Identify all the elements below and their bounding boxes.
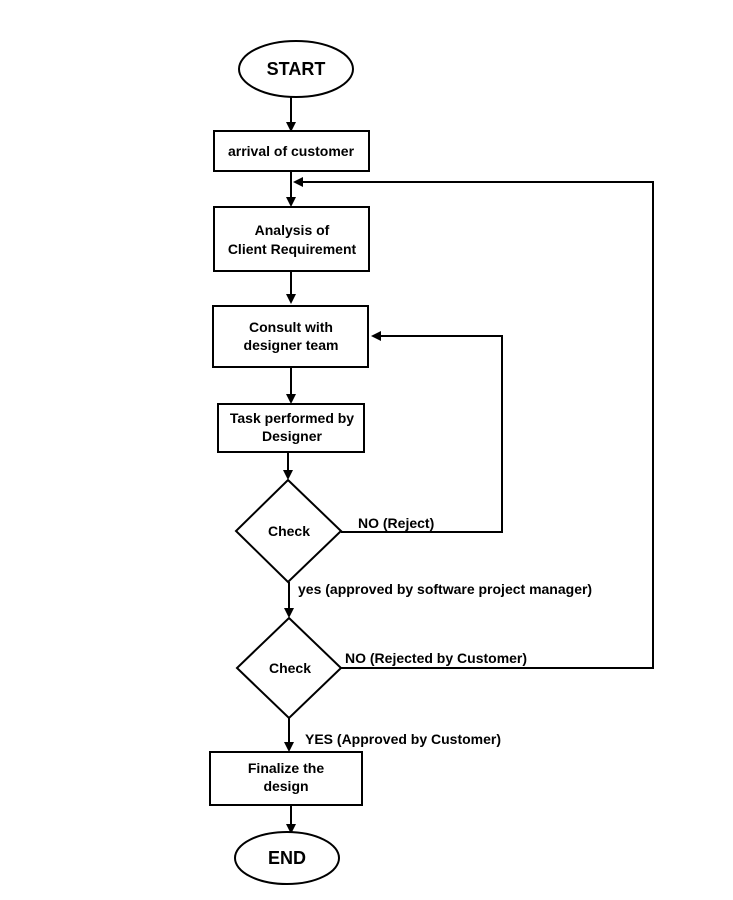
end-label: END [268,848,306,868]
arrow-check1-no-loop [341,331,503,533]
check2-diamond [235,616,343,720]
task-label-line-1: Task performed by [230,410,354,426]
consult-box [212,305,369,368]
check1-yes-label: yes (approved by software project manage… [298,581,592,597]
start-node: START [238,40,354,98]
start-label: START [267,59,326,79]
start-terminal [238,40,354,98]
check1-diamond [234,478,343,584]
finalize-node: Finalize the design [209,751,363,806]
arrival-node: arrival of customer [213,130,370,172]
task-node: Task performed by Designer [217,403,365,453]
consult-node: Consult with designer team [212,305,369,368]
consult-label-line-2: designer team [244,337,339,353]
task-box [217,403,365,453]
check2-label: Check [269,660,311,676]
check1-no-label: NO (Reject) [358,515,434,531]
finalize-box [209,751,363,806]
arrival-box [213,130,370,172]
consult-label-line-1: Consult with [249,319,333,335]
check2-yes-label: YES (Approved by Customer) [305,731,501,747]
end-terminal [234,831,340,885]
check1-node: Check [234,478,343,584]
analysis-label-line-2: Client Requirement [228,241,357,257]
analysis-label-line-1: Analysis of [255,222,330,238]
analysis-node: Analysis of Client Requirement [213,206,370,272]
task-label-line-2: Designer [262,428,322,444]
arrival-label: arrival of customer [228,143,355,159]
check2-no-label: NO (Rejected by Customer) [345,650,527,666]
check2-node: Check [235,616,343,720]
edge-labels: NO (Reject) yes (approved by software pr… [298,515,592,747]
arrow-check2-no-loop [293,177,654,669]
analysis-box [213,206,370,272]
finalize-label-line-1: Finalize the [248,760,324,776]
end-node: END [234,831,340,885]
connectors [283,97,654,834]
check1-label: Check [268,523,310,539]
finalize-label-line-2: design [263,778,308,794]
